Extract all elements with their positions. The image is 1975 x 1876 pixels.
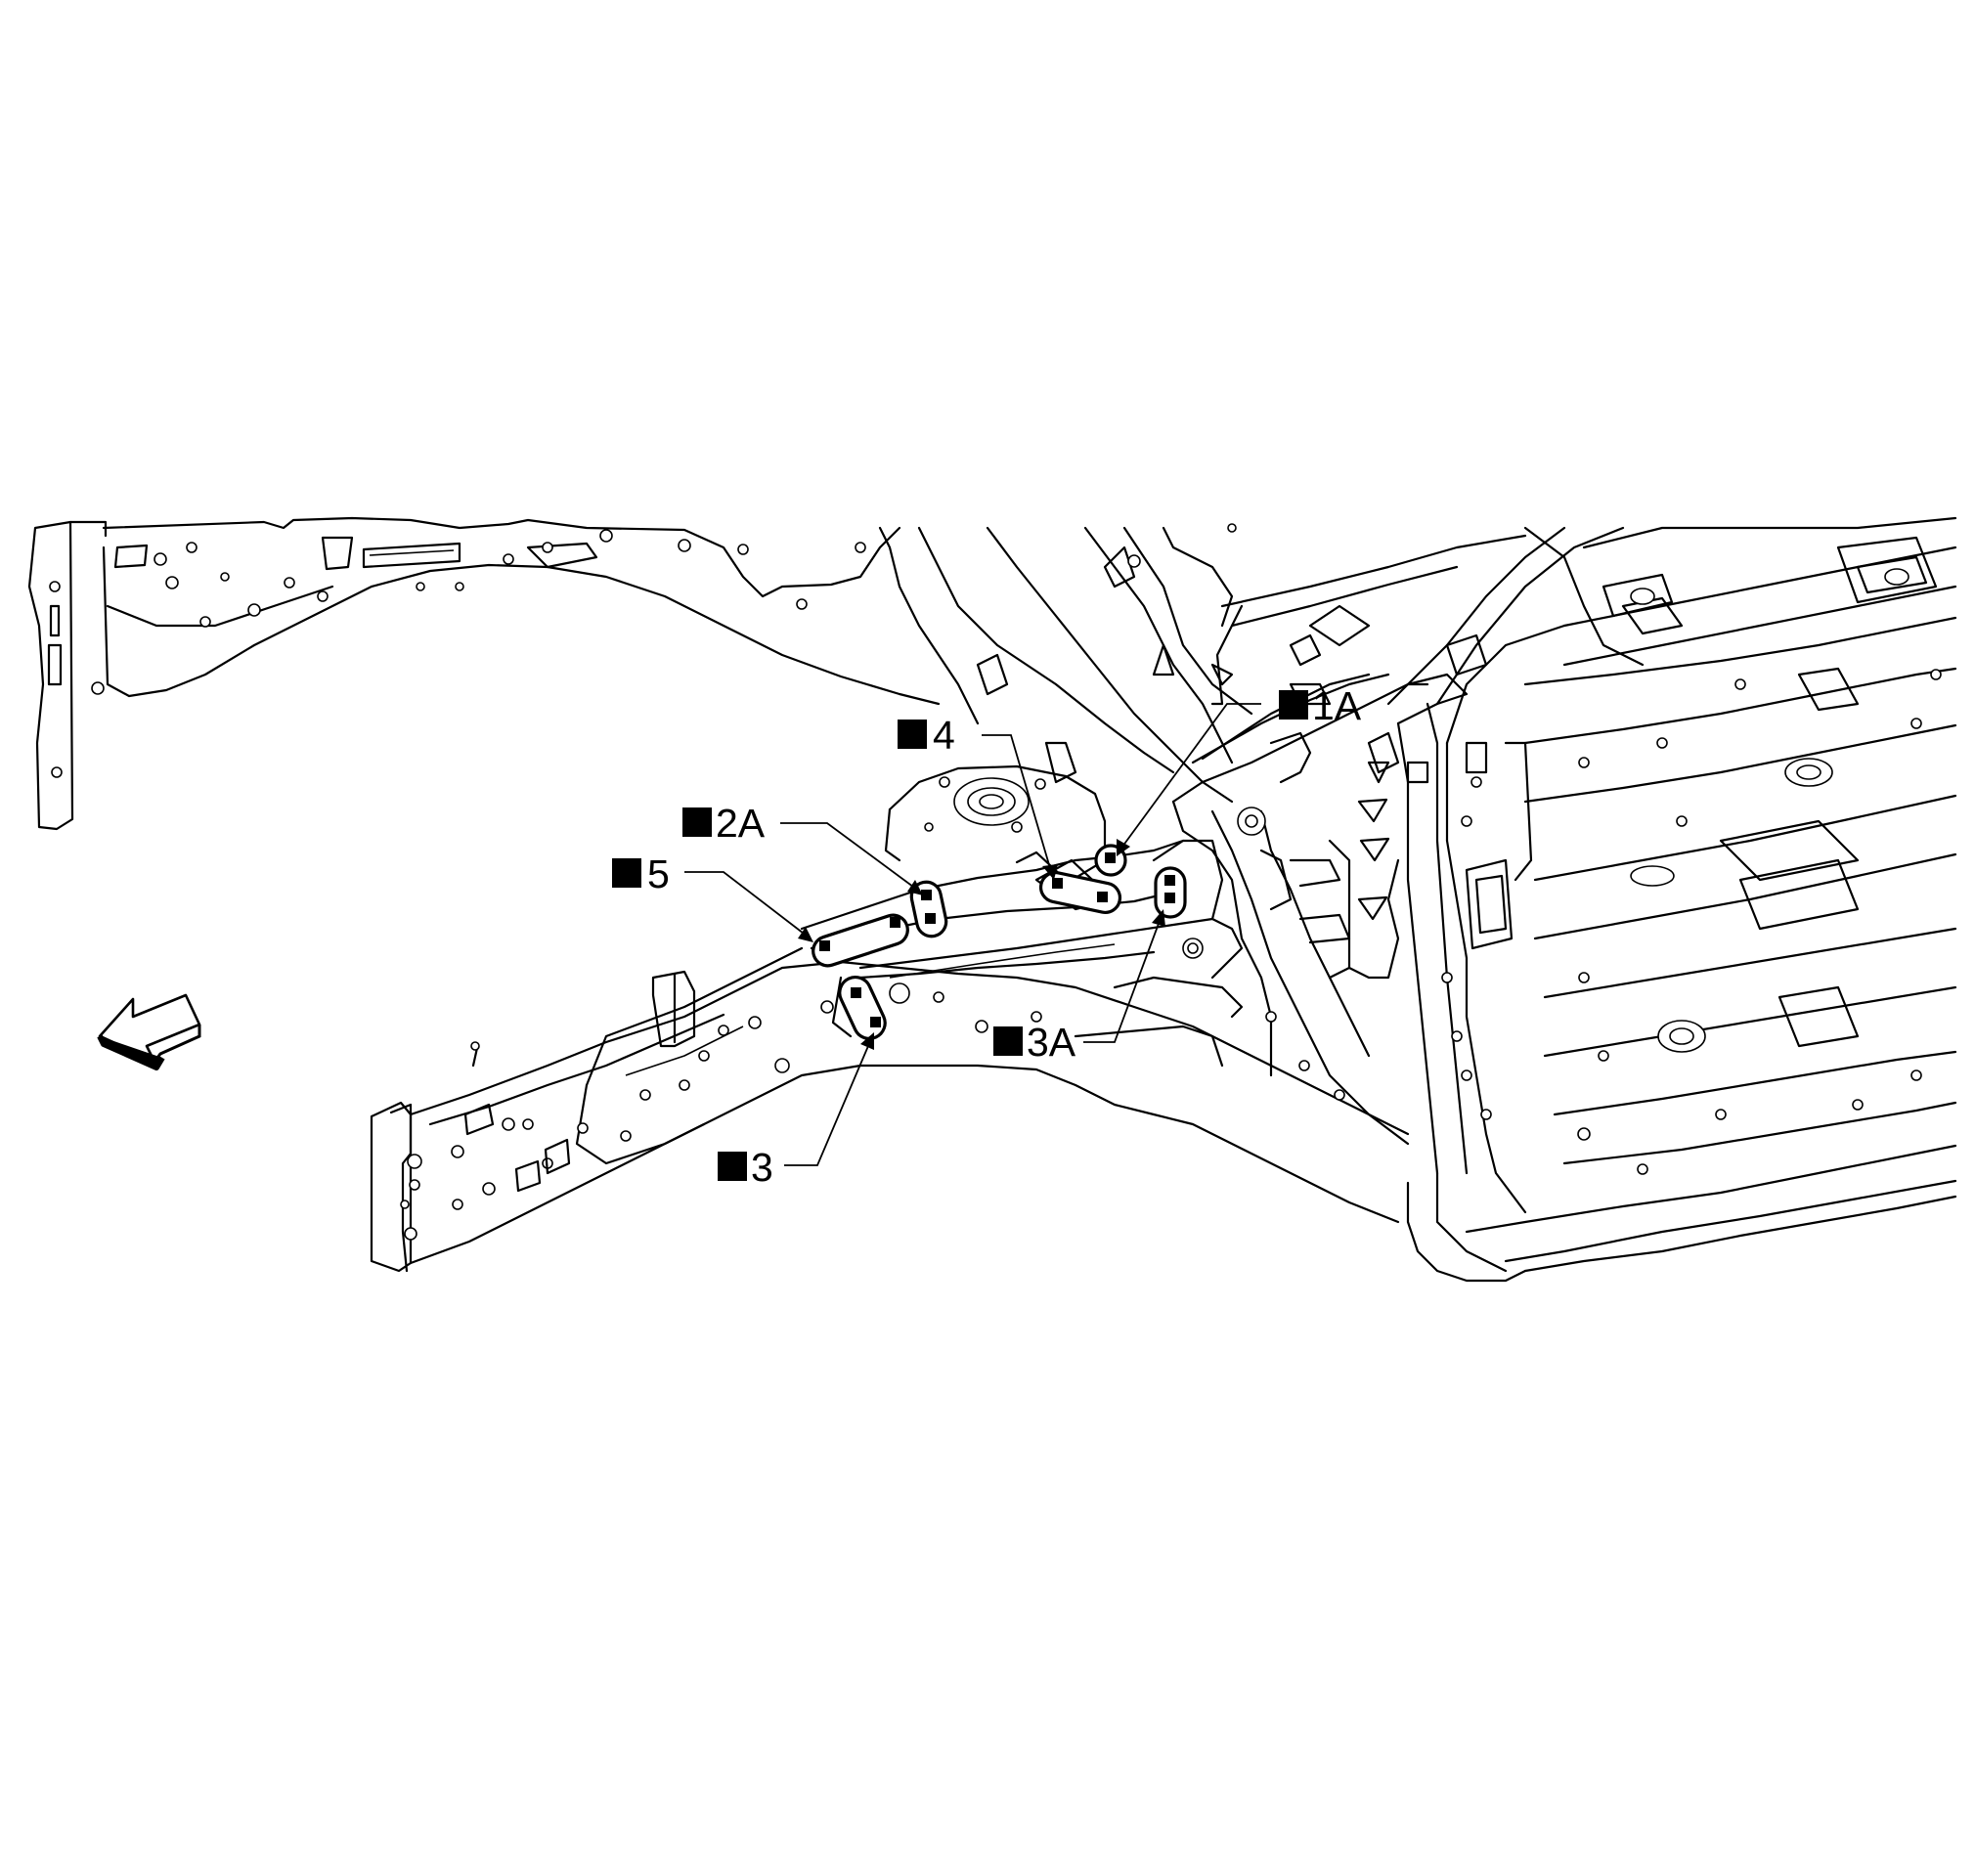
callout-3: 3 — [718, 1145, 773, 1190]
callout-2A-label: 2A — [716, 801, 766, 846]
front-side-member — [370, 946, 1410, 1273]
callout-labels: 1A 2A 3 3A 4 5 — [612, 683, 1362, 1190]
callout-3A: 3A — [993, 1020, 1076, 1065]
callout-5: 5 — [612, 851, 670, 896]
callout-3A-label: 3A — [1027, 1020, 1076, 1065]
dash-panel — [1171, 673, 1469, 1175]
callout-3-label: 3 — [751, 1145, 773, 1190]
callout-2A: 2A — [682, 801, 766, 846]
left-upper-panel — [27, 516, 941, 831]
floor-and-rocker — [1406, 516, 1957, 1283]
callout-1A: 1A — [1279, 683, 1362, 728]
callout-4: 4 — [898, 713, 955, 758]
callout-5-label: 5 — [647, 851, 670, 896]
weld-markers — [812, 844, 1187, 1041]
weld-group-5 — [812, 913, 909, 968]
callout-4-label: 4 — [933, 713, 955, 758]
strut-tower — [800, 764, 1244, 1038]
weld-group-3 — [838, 975, 887, 1041]
weld-group-3A — [1154, 866, 1187, 919]
weld-group-4 — [1038, 870, 1122, 915]
weld-group-2A — [909, 880, 948, 938]
leader-lines — [684, 703, 1261, 1166]
upper-center-structure — [878, 523, 1527, 804]
callout-1A-label: 1A — [1312, 683, 1362, 728]
front-arrow-icon — [97, 993, 201, 1070]
